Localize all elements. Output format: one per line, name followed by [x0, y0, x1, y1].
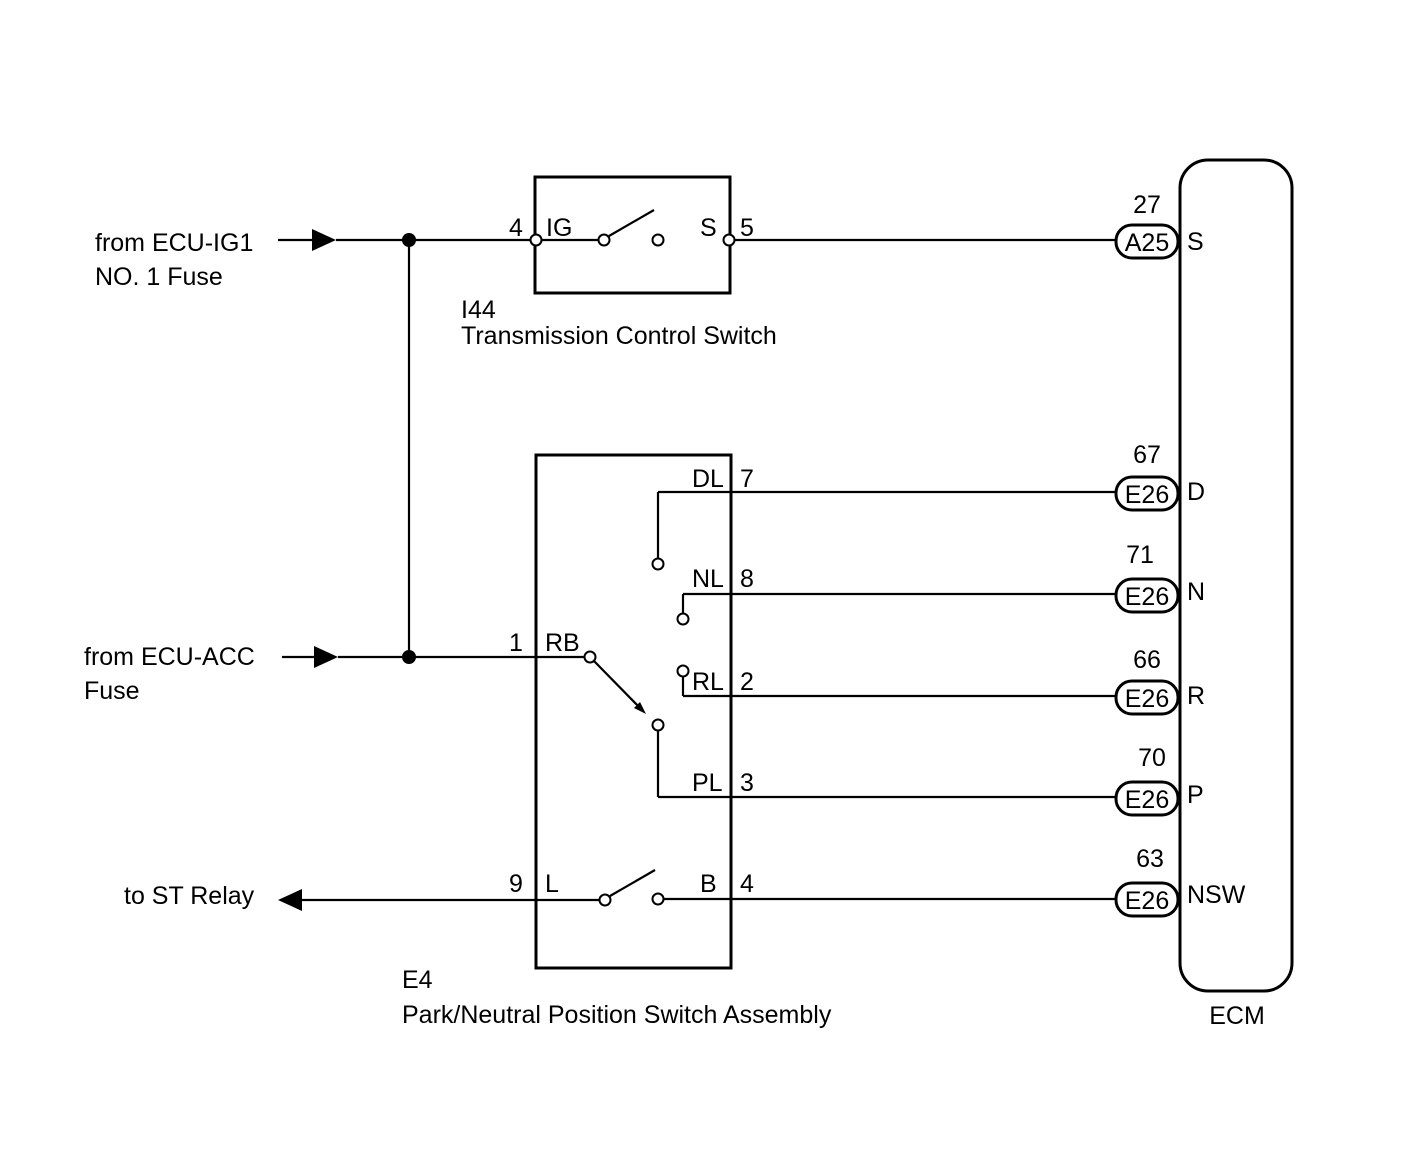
pnp-contact-l [598, 893, 612, 907]
pnp-pl-label: PL [692, 769, 723, 797]
ecm-connector-nsw-pin: 63 [1136, 845, 1164, 873]
ecm-terminal-p: P [1187, 781, 1204, 809]
junction-dot-top [402, 233, 416, 247]
pnp-contact-nl [676, 612, 690, 626]
ecm-connector-r: E26 66 R [1114, 646, 1205, 716]
acc-arrow-icon [314, 646, 338, 668]
pnp-rl-label: RL [692, 668, 724, 696]
pnp-nl-label: NL [692, 565, 724, 593]
pnp-nl-num: 8 [740, 565, 754, 593]
ecm-connector-s-code: A25 [1125, 229, 1169, 257]
pnp-b-label: B [700, 870, 717, 898]
pnp-rb-num: 1 [509, 629, 523, 657]
pnp-wiper-arrow-icon [634, 702, 646, 714]
pnp-b-num: 4 [740, 870, 754, 898]
ecm-connector-d: E26 67 D [1114, 441, 1205, 512]
pnp-contact-rb [583, 650, 597, 664]
pnp-l-num: 9 [509, 870, 523, 898]
tcs-terminal-ig [529, 233, 543, 247]
tcs-terminal-s [722, 233, 736, 247]
pnp-nsw-switch-blade [609, 869, 656, 897]
ecm-connector-d-code: E26 [1125, 481, 1169, 509]
tcs-name: Transmission Control Switch [461, 322, 777, 350]
ecm-connector-r-pin: 66 [1133, 646, 1161, 674]
ecm-connector-n-code: E26 [1125, 583, 1169, 611]
tcs-pin-in: 4 [509, 214, 523, 242]
ecm-connector-r-code: E26 [1125, 685, 1169, 713]
pnp-rb-wiper [593, 660, 643, 711]
tcs-contact-left [597, 233, 611, 247]
pnp-pl-num: 3 [740, 769, 754, 797]
ecm-box [1178, 158, 1294, 993]
source-ig1-line1: from ECU-IG1 [95, 229, 253, 257]
ecm-terminal-d: D [1187, 478, 1205, 506]
pnp-dl-label: DL [692, 465, 724, 493]
pnp-l-label: L [545, 870, 559, 898]
ecm-connector-n: E26 71 N [1114, 541, 1205, 614]
ecm-label: ECM [1209, 1002, 1265, 1030]
source-ig1-line2: NO. 1 Fuse [95, 263, 223, 291]
tcs-pin-out: 5 [740, 214, 754, 242]
source-acc-line1: from ECU-ACC [84, 643, 255, 671]
st-relay-label: to ST Relay [124, 882, 255, 910]
ecm-connector-s-pin: 27 [1133, 191, 1161, 219]
pnp-code: E4 [402, 966, 433, 994]
tcs-pin-in-label: IG [546, 214, 572, 242]
ecm-terminal-n: N [1187, 578, 1205, 606]
pnp-contact-dl [651, 557, 665, 571]
ecm-connector-nsw: E26 63 NSW [1114, 845, 1246, 918]
ecm-connector-d-pin: 67 [1133, 441, 1161, 469]
ecm-terminal-nsw: NSW [1187, 881, 1246, 909]
tcs-contact-right [651, 233, 665, 247]
pnp-rl-num: 2 [740, 668, 754, 696]
ecm-connector-p: E26 70 P [1114, 744, 1204, 817]
pnp-name: Park/Neutral Position Switch Assembly [402, 1001, 832, 1029]
pnp-dl-num: 7 [740, 465, 754, 493]
source-acc-line2: Fuse [84, 677, 140, 705]
ecm-connector-p-pin: 70 [1138, 744, 1166, 772]
tcs-switch-blade [608, 209, 655, 237]
ecm-connector-s: A25 27 S [1114, 191, 1204, 260]
pnp-contact-pl [651, 718, 665, 732]
ecm-terminal-s: S [1187, 228, 1204, 256]
pnp-rb-label: RB [545, 629, 580, 657]
pnp-contact-rl [676, 664, 690, 678]
ecm-connector-p-code: E26 [1125, 786, 1169, 814]
st-relay-arrow-icon [278, 889, 302, 911]
ig1-arrow-icon [312, 229, 336, 251]
ecm-terminal-r: R [1187, 682, 1205, 710]
pnp-contact-b [651, 892, 665, 906]
ecm-connector-n-pin: 71 [1126, 541, 1154, 569]
tcs-pin-out-label: S [700, 214, 717, 242]
tcs-code: I44 [461, 296, 496, 324]
pnp-box [534, 453, 733, 970]
ecm-connector-nsw-code: E26 [1125, 887, 1169, 915]
